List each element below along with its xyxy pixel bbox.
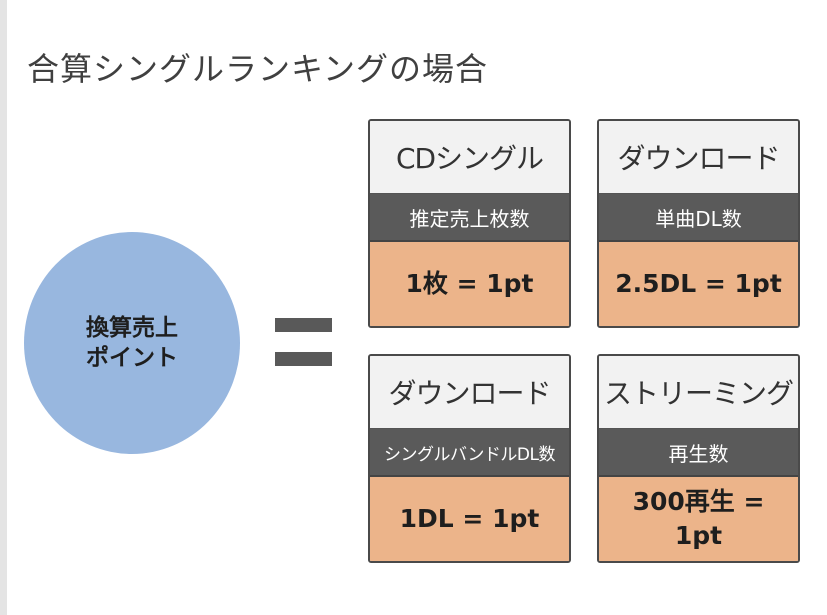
left-border <box>0 0 7 615</box>
card-download-bundle: ダウンロード シングルバンドルDL数 1DL = 1pt <box>368 354 571 563</box>
card-download-single: ダウンロード 単曲DL数 2.5DL = 1pt <box>597 119 800 328</box>
card-value: 1枚 = 1pt <box>370 240 569 326</box>
card-value: 1DL = 1pt <box>370 475 569 561</box>
page-title: 合算シングルランキングの場合 <box>27 50 489 88</box>
card-header: ストリーミング <box>599 356 798 429</box>
card-subheader: シングルバンドルDL数 <box>370 429 569 475</box>
card-subheader: 推定売上枚数 <box>370 194 569 240</box>
card-streaming: ストリーミング 再生数 300再生 = 1pt <box>597 354 800 563</box>
card-value: 2.5DL = 1pt <box>599 240 798 326</box>
equals-sign-bottom-bar <box>275 352 332 366</box>
card-value: 300再生 = 1pt <box>599 475 798 561</box>
circle-label-line2: ポイント <box>86 345 178 371</box>
equals-sign-top-bar <box>275 318 332 332</box>
card-cd-single: CDシングル 推定売上枚数 1枚 = 1pt <box>368 119 571 328</box>
card-subheader: 再生数 <box>599 429 798 475</box>
circle-label-line1: 換算売上 <box>86 315 178 341</box>
converted-points-circle: 換算売上 ポイント <box>24 232 240 454</box>
card-subheader: 単曲DL数 <box>599 194 798 240</box>
card-header: CDシングル <box>370 121 569 194</box>
card-header: ダウンロード <box>599 121 798 194</box>
card-header: ダウンロード <box>370 356 569 429</box>
